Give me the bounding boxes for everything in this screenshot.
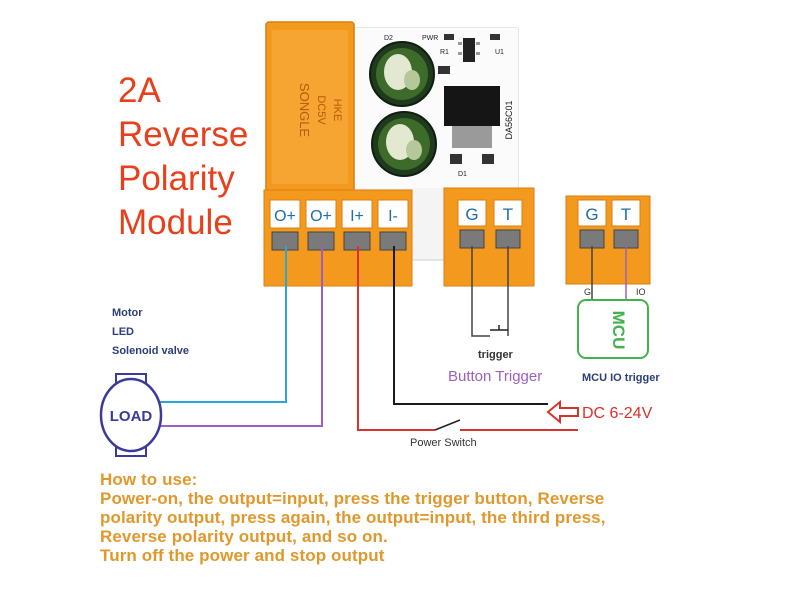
smd-pin: [458, 42, 462, 45]
smd-chip: [463, 38, 475, 62]
relay-text-3: HKE: [331, 99, 343, 122]
how-to-use-text: How to use: Power-on, the output=input, …: [100, 470, 606, 565]
load-symbol: LOAD: [99, 373, 163, 457]
terminal-label-mcu-t: T: [621, 205, 631, 224]
terminal-label-i-plus: I+: [350, 208, 364, 225]
wire-input-minus-black: [393, 246, 548, 405]
dc-arrow-icon: [546, 399, 579, 425]
terminal-label-i-minus: I-: [388, 208, 398, 225]
power-switch-lever: [434, 419, 461, 431]
terminal-label-o-plus-2: O+: [310, 208, 332, 225]
relay: SONGLE DC5V HKE: [265, 21, 355, 193]
terminal-label-button-t: T: [503, 205, 513, 224]
smd-part: [450, 154, 462, 164]
mcu-pin-io-label: IO: [636, 287, 646, 297]
capacitor-top: [369, 41, 435, 107]
how-to-use-line-3: polarity output, press again, the output…: [100, 508, 606, 527]
title-line-1: 2A: [118, 71, 161, 110]
load-type-solenoid: Solenoid valve: [112, 345, 190, 357]
board-code: DA56C01: [504, 100, 514, 139]
load-type-led: LED: [112, 326, 134, 338]
smd-part: [490, 34, 500, 40]
button-trigger-label: Button Trigger: [448, 368, 542, 385]
terminal-label-button-g: G: [465, 205, 478, 224]
load-label: LOAD: [110, 408, 153, 425]
how-to-use-line-1: How to use:: [100, 470, 198, 489]
mcu-trigger-label: MCU IO trigger: [582, 372, 660, 384]
silk-pwr: PWR: [422, 35, 438, 42]
title-line-4: Module: [118, 203, 233, 242]
mcu-box: [577, 299, 649, 359]
silk-d2: D2: [384, 35, 393, 42]
silk-u1: U1: [495, 49, 504, 56]
smd-pin: [476, 42, 480, 45]
wire-button-g: [471, 246, 490, 337]
terminal-block-button: G T: [443, 187, 535, 287]
how-to-use-line-5: Turn off the power and stop output: [100, 546, 385, 565]
terminal-label-mcu-g: G: [585, 205, 598, 224]
mcu-pin-g-label: G: [584, 287, 591, 297]
terminal-label-o-plus-1: O+: [274, 208, 296, 225]
silk-d1: D1: [458, 171, 467, 178]
wire-input-plus-red: [357, 246, 435, 431]
smd-pin: [476, 52, 480, 55]
relay-text-1: SONGLE: [297, 83, 312, 138]
capacitor-bottom: [371, 111, 437, 177]
title-line-3: Polarity: [118, 159, 235, 198]
mcu-label: MCU: [609, 311, 628, 350]
mosfet-tab: [452, 126, 492, 148]
wire-output-2-purple: [150, 246, 323, 427]
title-line-2: Reverse: [118, 115, 249, 154]
terminal-block-mcu: G T: [565, 195, 651, 285]
power-switch-label: Power Switch: [410, 437, 477, 449]
load-type-motor: Motor: [112, 307, 143, 319]
trigger-label: trigger: [478, 349, 514, 361]
mosfet: [444, 86, 500, 126]
smd-pin: [458, 52, 462, 55]
terminal-block-output-input: O+ O+ I+ I-: [263, 189, 413, 287]
silk-r1: R1: [440, 49, 449, 56]
how-to-use-line-2: Power-on, the output=input, press the tr…: [100, 489, 605, 508]
smd-part: [438, 66, 450, 74]
relay-text-2: DC5V: [315, 95, 327, 125]
wire-output-1-cyan: [150, 246, 287, 403]
smd-part: [444, 34, 454, 40]
smd-part: [482, 154, 494, 164]
dc-voltage-label: DC 6-24V: [582, 405, 653, 422]
how-to-use-line-4: Reverse polarity output, and so on.: [100, 527, 388, 546]
